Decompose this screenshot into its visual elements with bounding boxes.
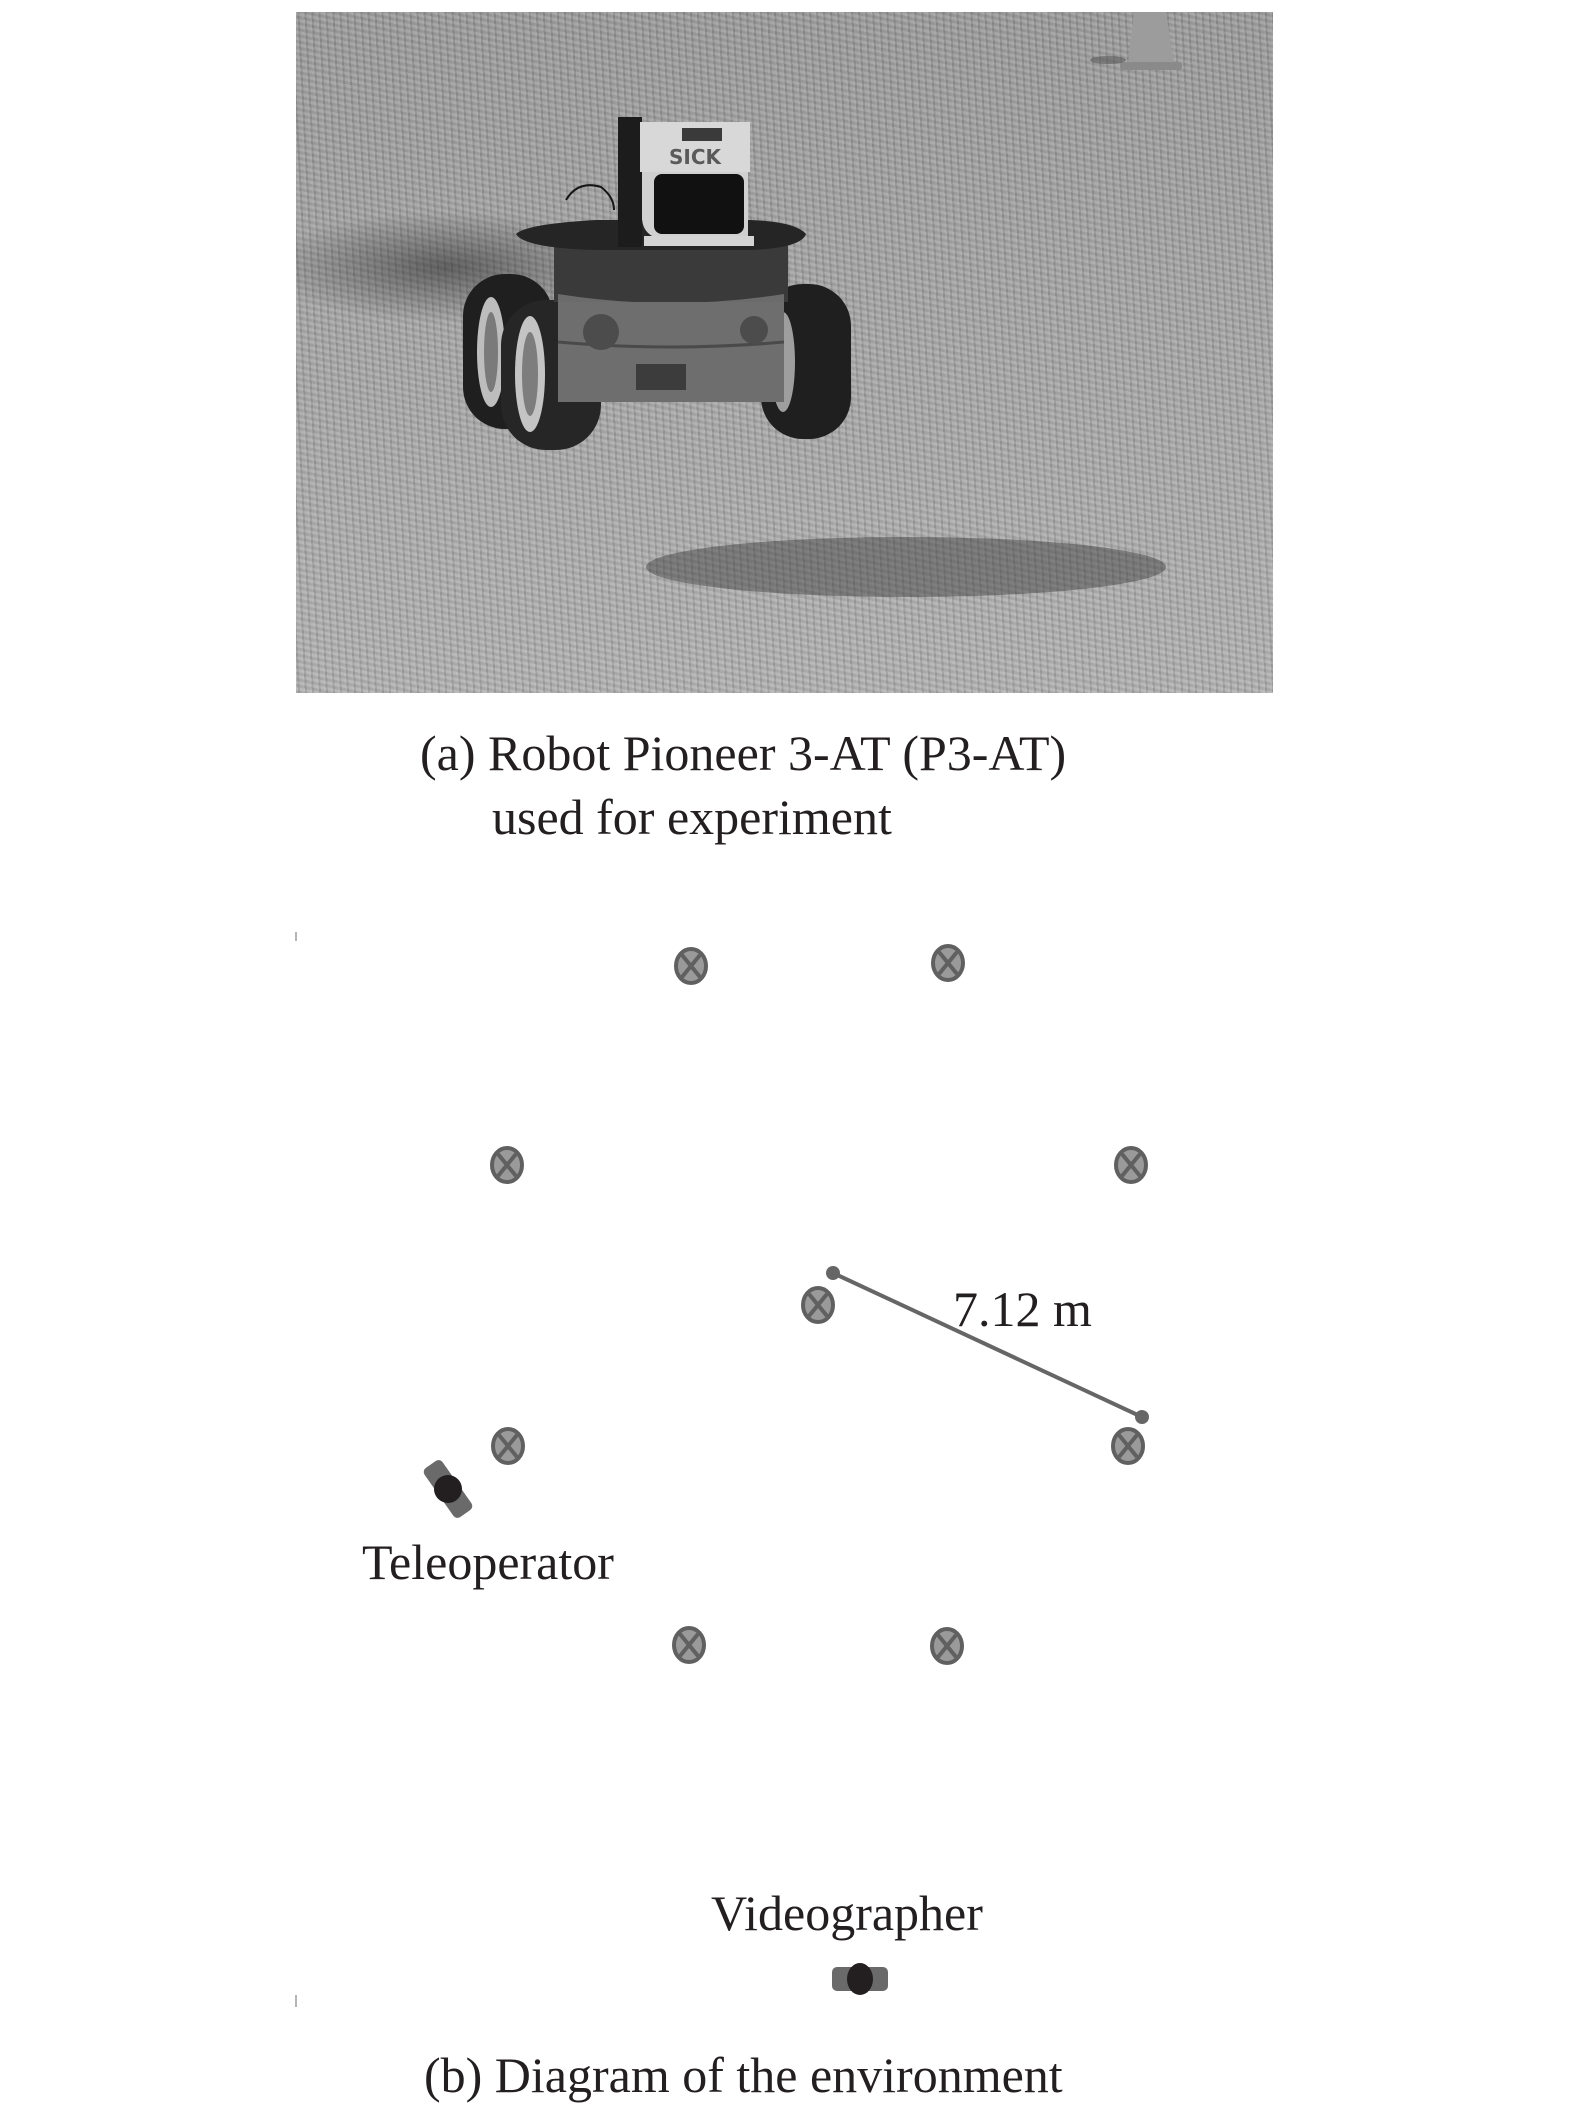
teleoperator-label: Teleoperator: [362, 1534, 614, 1590]
robot-photo: SICK: [296, 12, 1273, 693]
figure-a-caption-line1: (a) Robot Pioneer 3-AT (P3-AT): [420, 725, 1067, 781]
figure-b-caption: (b) Diagram of the environment: [424, 2047, 1063, 2103]
videographer-label: Videographer: [711, 1885, 983, 1941]
cone-marker-icon: [674, 947, 708, 985]
cone-marker-icon: [490, 1146, 524, 1184]
sick-laser-scanner: SICK: [565, 117, 754, 247]
cone-marker-icon: [491, 1427, 525, 1465]
crop-tick-top: [295, 932, 297, 941]
crop-tick-bottom: [295, 1995, 297, 2007]
cone-marker-icon: [930, 1627, 964, 1665]
videographer-person-icon: [832, 1963, 888, 1995]
distance-measurement-line: [826, 1266, 1149, 1424]
robot-body: [516, 220, 806, 402]
traffic-cone: [1090, 12, 1182, 70]
sick-logo: SICK: [669, 145, 723, 169]
teleoperator-person-icon: [423, 1460, 473, 1518]
cone-marker-icon: [1111, 1427, 1145, 1465]
robot-illustration: SICK: [463, 12, 1182, 597]
distance-label: 7.12 m: [953, 1281, 1092, 1337]
cone-marker-icon: [801, 1286, 835, 1324]
cone-marker-icon: [672, 1626, 706, 1664]
figure-a-caption-line2: used for experiment: [492, 789, 892, 845]
cone-marker-icon: [1114, 1146, 1148, 1184]
cone-marker-icon: [931, 944, 965, 982]
